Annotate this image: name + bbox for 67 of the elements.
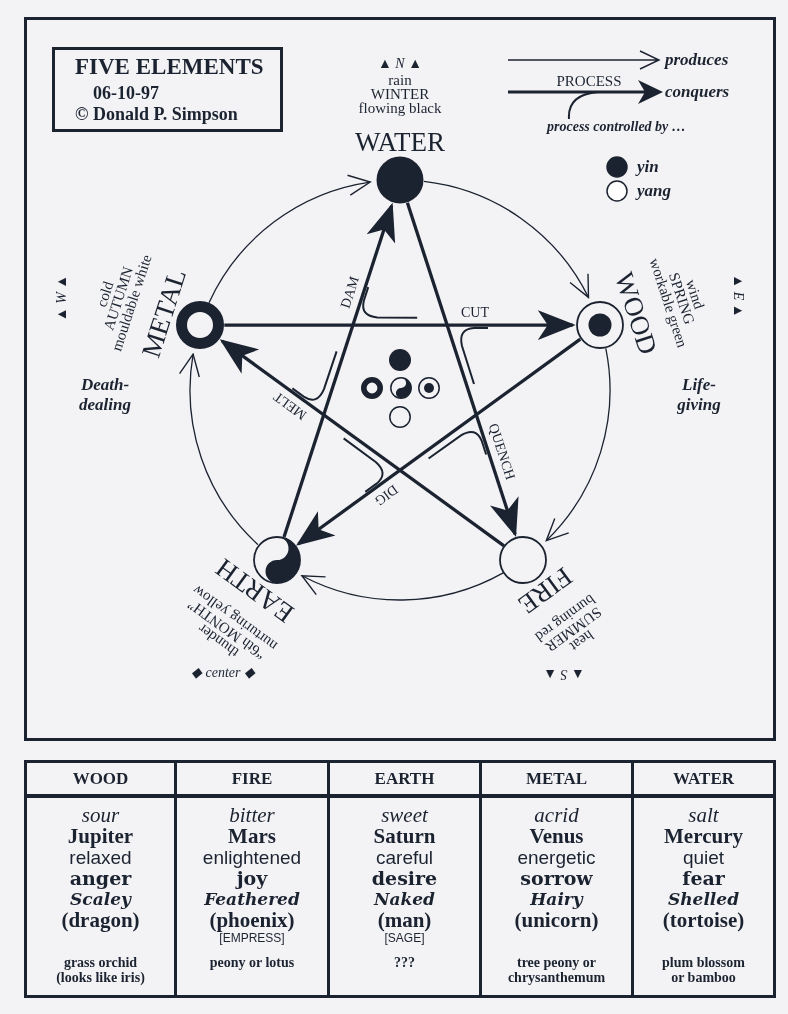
- animal-name: (phoenix): [209, 910, 295, 931]
- animal-name: (tortoise): [662, 910, 745, 931]
- curved-arrow: [423, 180, 590, 299]
- flower-text: ???: [394, 955, 415, 970]
- temperament-text: quiet: [682, 847, 725, 868]
- side-caption: Death-dealing: [78, 375, 132, 415]
- flavor-text: sweet: [381, 805, 428, 826]
- covering-text: Feathered: [204, 889, 300, 910]
- legend-label: produces: [665, 50, 729, 70]
- covering-text: Shelled: [667, 889, 740, 910]
- planet-name: Jupiter: [67, 826, 134, 847]
- title: FIVE ELEMENTS: [75, 53, 264, 81]
- emotion-text: sorrow: [520, 868, 593, 889]
- process-label: PROCESS: [556, 74, 622, 88]
- element-name: WATER: [355, 128, 445, 156]
- flower-text: grass orchid (looks like iris): [55, 955, 146, 985]
- author-text: © Donald P. Simpson: [75, 104, 238, 124]
- covering-text: Naked: [373, 889, 435, 910]
- flower-text: peony or lotus: [209, 955, 295, 970]
- planet-name: Saturn: [373, 826, 436, 847]
- flavor-text: acrid: [534, 805, 579, 826]
- curved-arrow: [545, 347, 611, 542]
- legend-label: yang: [637, 181, 671, 201]
- thick-arrow: [405, 202, 519, 538]
- covering-text: Hairy: [530, 889, 583, 910]
- temperament-text: relaxed: [69, 847, 132, 868]
- descriptor-text: WINTER: [370, 87, 430, 101]
- column-header: METAL: [525, 768, 588, 789]
- flower-text: plum blossom or bamboo: [661, 955, 746, 985]
- title-note: [EMPRESS]: [219, 931, 285, 945]
- descriptor-text: flowing black: [358, 101, 442, 115]
- column-header: WOOD: [72, 768, 129, 789]
- date-text: 06-10-97: [93, 83, 159, 103]
- temperament-text: energetic: [517, 847, 596, 868]
- emotion-text: fear: [682, 868, 725, 889]
- legend-label: conquers: [665, 82, 730, 102]
- column-header: WATER: [672, 768, 735, 789]
- animal-name: (unicorn): [514, 910, 599, 931]
- compass-marker: ▲ W ▲: [54, 274, 70, 322]
- covering-text: Scaley: [70, 889, 131, 910]
- flavor-text: salt: [688, 805, 719, 826]
- planet-name: Mars: [228, 826, 276, 847]
- animal-name: (man): [377, 910, 432, 931]
- curved-arrow: [180, 353, 259, 546]
- column-header: EARTH: [374, 768, 435, 789]
- compass-marker: ▲ S ▲: [543, 666, 585, 682]
- side-caption: Life-giving: [676, 375, 722, 415]
- column-header: FIRE: [231, 768, 273, 789]
- compass-marker: ▲ N ▲: [377, 56, 423, 72]
- descriptor-text: rain: [388, 73, 412, 87]
- animal-name: (dragon): [61, 910, 140, 931]
- temperament-text: careful: [376, 847, 433, 868]
- legend-label: yin: [637, 157, 659, 177]
- planet-name: Venus: [529, 826, 584, 847]
- planet-name: Mercury: [664, 826, 743, 847]
- temperament-text: enlightened: [202, 847, 302, 868]
- flavor-text: bitter: [229, 805, 275, 826]
- compass-marker: ▲ E ▲: [730, 274, 746, 318]
- flavor-text: sour: [81, 805, 120, 826]
- compass-marker: ◆ center ◆: [191, 665, 255, 681]
- title-note: [SAGE]: [384, 931, 425, 945]
- emotion-text: anger: [69, 868, 132, 889]
- legend-label: process controlled by …: [547, 118, 686, 136]
- curved-arrow: [301, 572, 504, 601]
- flower-text: tree peony or chrysanthemum: [506, 955, 607, 985]
- emotion-text: desire: [371, 868, 438, 889]
- emotion-text: joy: [236, 868, 268, 889]
